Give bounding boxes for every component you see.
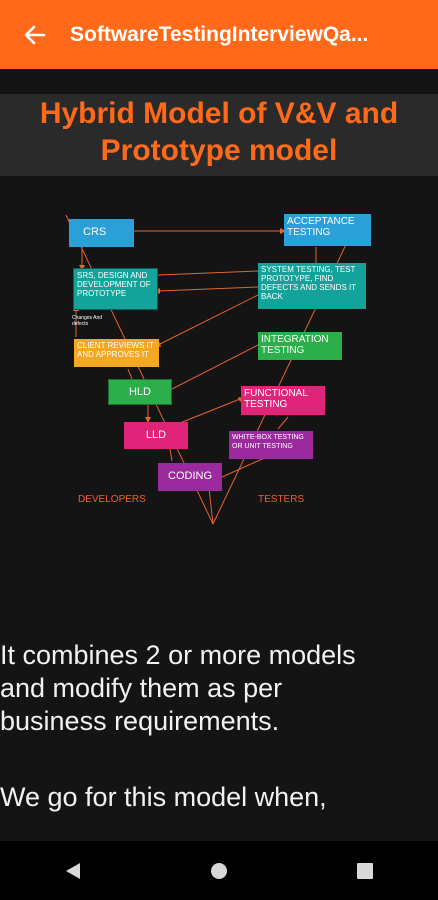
nav-home-circle-icon: [211, 862, 227, 879]
paragraph-1-line-3: business requirements.: [0, 706, 280, 736]
nav-back-triangle-icon: [66, 862, 80, 879]
crs-box: CRS: [69, 219, 134, 247]
client-review-box: CLIENT REVIEWS IT AND APPROVES IT: [74, 339, 159, 367]
paragraph-2-line-1: We go for this model when,: [0, 782, 327, 812]
heading-line-2: Prototype model: [100, 134, 338, 167]
changes-defects-note: Changes And defects: [72, 315, 103, 327]
system-nav-bar: [0, 841, 438, 900]
heading-band: [0, 94, 438, 176]
coding-box: CODING: [158, 463, 222, 491]
system-testing-box: SYSTEM TESTING, TEST PROTOTYPE, FIND DEF…: [258, 263, 366, 309]
page-heading: Hybrid Model of V&V and Prototype model: [0, 95, 438, 169]
heading-line-1: Hybrid Model of V&V and: [39, 97, 399, 130]
hld-box: HLD: [108, 379, 172, 405]
testers-label: TESTERS: [258, 494, 305, 505]
functional-testing-box: FUNCTIONAL TESTING: [241, 386, 325, 415]
app-title: SoftwareTestingInterviewQa...: [70, 22, 369, 46]
whitebox-testing-box: WHITE-BOX TESTING OR UNIT TESTING: [229, 431, 313, 459]
nav-recents-square-icon: [357, 862, 373, 879]
acceptance-testing-box: ACCEPTANCE TESTING: [284, 214, 371, 246]
back-arrow-icon: [24, 25, 46, 44]
nav-home-button[interactable]: [189, 841, 249, 900]
paragraph-2: We go for this model when,: [0, 781, 438, 814]
back-button[interactable]: [0, 0, 70, 69]
paragraph-1: It combines 2 or more models and modify …: [0, 639, 438, 738]
paragraph-1-line-1: It combines 2 or more models: [0, 640, 356, 670]
integration-testing-box: INTEGRATION TESTING: [258, 332, 342, 360]
app-bar: SoftwareTestingInterviewQa...: [0, 0, 438, 69]
paragraph-1-line-2: and modify them as per: [0, 673, 283, 703]
srs-design-box: SRS, DESIGN AND DEVELOPMENT OF PROTOTYPE: [73, 268, 158, 310]
nav-back-button[interactable]: [43, 841, 103, 900]
nav-recents-button[interactable]: [335, 841, 395, 900]
lld-box: LLD: [124, 422, 188, 449]
developers-label: DEVELOPERS: [78, 494, 146, 505]
content-scroll-area[interactable]: Hybrid Model of V&V and Prototype model: [0, 69, 438, 841]
hybrid-model-diagram: CRS ACCEPTANCE TESTING SRS, DESIGN AND D…: [58, 209, 380, 539]
